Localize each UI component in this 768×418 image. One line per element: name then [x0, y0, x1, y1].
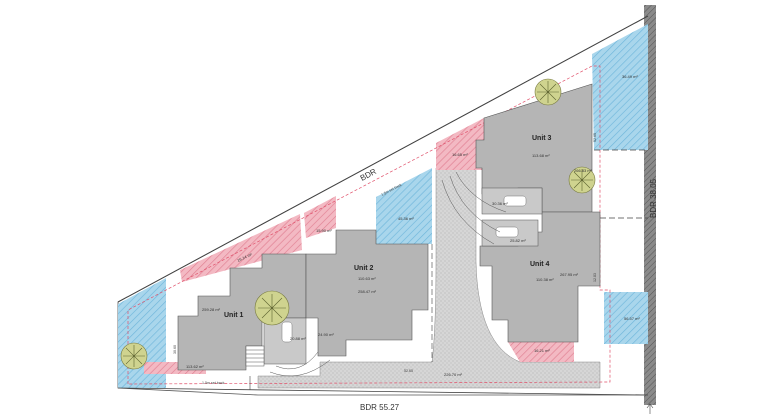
bdr-label-east: BDR 38.05 — [649, 178, 658, 218]
unit-3-area-a: 113.68 m² — [532, 153, 550, 158]
boundary-line-nw — [117, 15, 649, 303]
area-open-e: 36.49 m² — [622, 74, 638, 79]
car-icon — [281, 195, 527, 343]
unit-1-area-b: 113.62 m² — [186, 364, 204, 369]
note-dim-4: 12.83 — [593, 273, 597, 282]
area-garage-4: 25.82 m² — [510, 238, 526, 243]
area-common: 226.70 m² — [444, 372, 463, 377]
open-space-pink-3 — [436, 118, 484, 170]
area-open-b: 15.90 m² — [316, 228, 332, 233]
bdr-label-south: BDR 55.27 — [360, 403, 400, 412]
common-driveway — [257, 167, 601, 389]
building-unit-2 — [305, 229, 429, 357]
area-garage-2: 24.90 m² — [318, 332, 334, 337]
note-setback-2: 1.5m set back — [202, 381, 225, 385]
note-dim-1: 30.60 — [173, 345, 177, 354]
unit-1-area-a: 259.28 m² — [202, 307, 221, 312]
area-garage-3: 30.36 m² — [492, 201, 508, 206]
boundary-line-south — [117, 387, 649, 396]
area-open-a: 16.14 m² — [236, 251, 253, 262]
open-space-pink-1 — [180, 214, 302, 282]
steps — [245, 345, 265, 367]
setback-line — [127, 65, 611, 385]
area-open-d: 16.65 m² — [452, 152, 468, 157]
unit-2-area-a: 110.63 m² — [358, 276, 376, 281]
north-arrow-icon — [646, 403, 654, 414]
unit-4-area-a: 267.95 m² — [560, 272, 579, 277]
unit-2-label: Unit 2 — [354, 265, 374, 272]
unit-4-area-b: 110.38 m² — [536, 277, 554, 282]
note-dim-3: 52.65 — [404, 369, 413, 373]
open-space-east-bottom — [604, 292, 648, 344]
note-dim-2: 52.65 — [593, 133, 597, 142]
area-open-c: 45.36 m² — [398, 216, 414, 221]
open-space-pink-4 — [508, 342, 574, 362]
open-space-east-top — [592, 24, 648, 150]
unit-2-area-b: 258.47 m² — [358, 289, 377, 294]
unit-1-label: Unit 1 — [224, 312, 244, 319]
unit-4-label: Unit 4 — [530, 261, 550, 268]
unit-3-label: Unit 3 — [532, 135, 552, 142]
tree-icon — [120, 78, 596, 370]
turning-path — [269, 171, 507, 377]
area-open-g: 16.21 m² — [534, 348, 550, 353]
unit-3-area-b: 266.83 m² — [574, 168, 593, 173]
area-garage-1: 20.88 m² — [290, 336, 306, 341]
open-space-pink-2 — [304, 196, 336, 238]
open-space-mid — [376, 168, 432, 244]
area-open-f: 56.57 m² — [624, 316, 640, 321]
